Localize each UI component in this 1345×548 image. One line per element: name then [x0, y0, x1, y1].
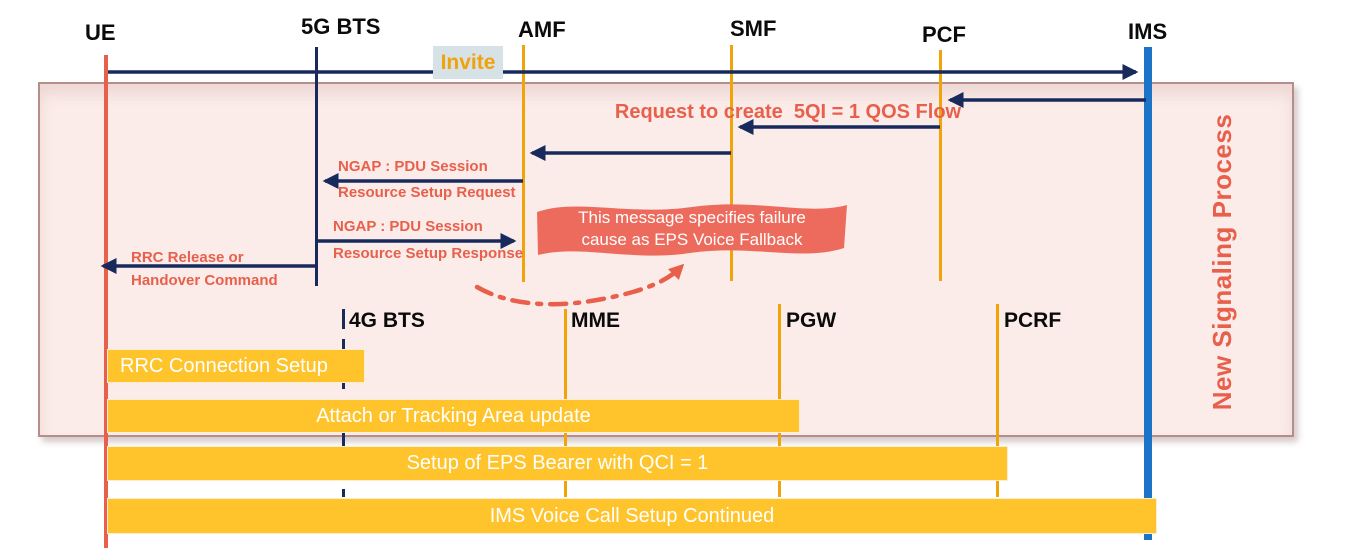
bar-attach-tracking-area: Attach or Tracking Area update: [107, 399, 800, 433]
lifeline-pcrf: [996, 304, 999, 497]
lifeline-5g-bts: [315, 47, 318, 286]
ngap-response-label-line1: NGAP : PDU Session: [333, 218, 483, 235]
lifeline-label-amf: AMF: [518, 17, 566, 42]
ngap-request-label-line2: Resource Setup Request: [338, 184, 516, 201]
invite-label: Invite: [433, 46, 503, 79]
failure-cause-text: This message specifies failure cause as …: [533, 207, 851, 251]
failure-cause-line1: This message specifies failure: [578, 208, 806, 227]
lifeline-label-pcf: PCF: [922, 22, 966, 47]
ngap-response-label-line2: Resource Setup Response: [333, 245, 524, 262]
bar-rrc-connection-setup: RRC Connection Setup: [107, 349, 365, 383]
lifeline-ue: [104, 55, 108, 548]
lifeline-ims: [1144, 47, 1152, 540]
lifeline-amf: [522, 45, 525, 282]
lifeline-label-pgw: PGW: [786, 309, 837, 332]
rrc-release-label-line1: RRC Release or: [131, 249, 244, 266]
lifeline-pcf: [939, 50, 942, 281]
rrc-release-label-line2: Handover Command: [131, 272, 278, 289]
bar-eps-bearer-setup: Setup of EPS Bearer with QCI = 1: [107, 446, 1008, 481]
callout-pointer-curve: [474, 263, 685, 307]
lifeline-label-pcrf: PCRF: [1004, 309, 1062, 332]
lifeline-label-4g-bts: 4G BTS: [349, 309, 425, 332]
lifeline-label-ue: UE: [85, 20, 116, 45]
ngap-request-label-line1: NGAP : PDU Session: [338, 158, 488, 175]
lifeline-label-ims: IMS: [1128, 19, 1168, 44]
failure-cause-line2: cause as EPS Voice Fallback: [581, 230, 803, 249]
lifeline-label-5g-bts: 5G BTS: [301, 14, 381, 39]
invite-text: Invite: [440, 50, 496, 74]
failure-cause-callout: This message specifies failure cause as …: [533, 194, 851, 266]
lifeline-smf: [730, 45, 733, 281]
lifeline-label-mme: MME: [571, 309, 620, 332]
request-create-qos-label: Request to create 5QI = 1 QOS Flow: [614, 101, 962, 123]
lifeline-label-smf: SMF: [730, 16, 777, 41]
bar-ims-voice-call-setup: IMS Voice Call Setup Continued: [107, 498, 1157, 534]
wave-shape: [537, 204, 847, 256]
